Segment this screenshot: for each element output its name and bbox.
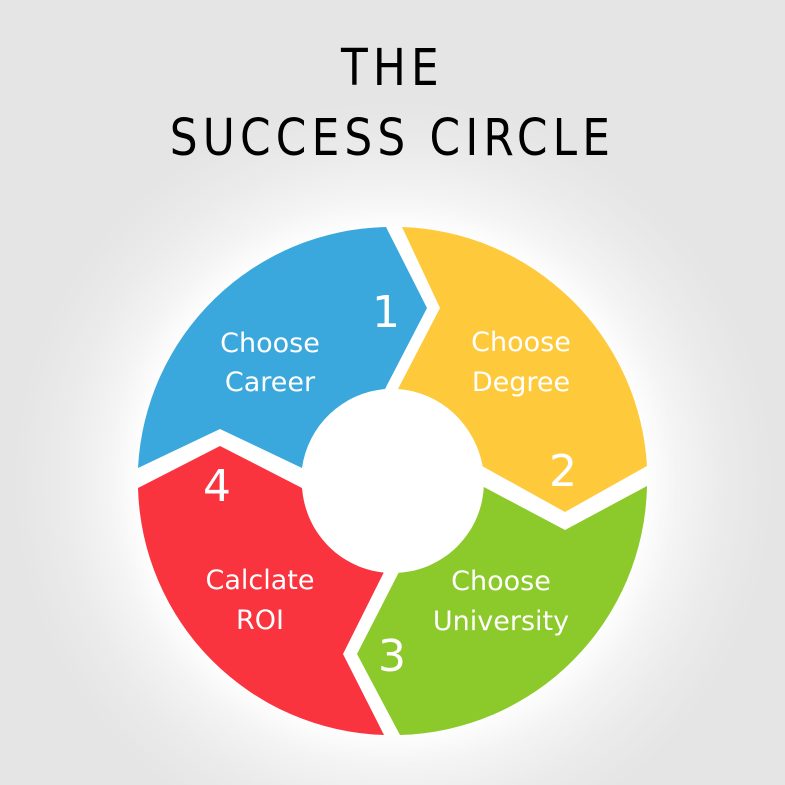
step-4-label-line-2: ROI (236, 605, 284, 636)
center-hub (302, 391, 484, 573)
step-2-label-line-1: Choose (471, 327, 571, 358)
step-1-label-line-2: Career (225, 367, 316, 398)
step-2-segment (398, 227, 647, 512)
step-1-segment (138, 227, 427, 468)
step-3-choose-university: Choose University 3 (357, 486, 647, 735)
step-3-label-line-1: Choose (451, 566, 551, 597)
step-1-number: 1 (372, 287, 400, 338)
title-line-2: SUCCESS CIRCLE (169, 109, 616, 168)
step-1-label-line-1: Choose (220, 328, 320, 359)
step-3-segment (357, 486, 647, 735)
step-2-choose-degree: Choose Degree 2 (398, 227, 647, 512)
step-3-label-line-2: University (433, 606, 569, 637)
step-3-number: 3 (378, 631, 406, 682)
step-4-label-line-1: Calclate (206, 565, 315, 596)
page-title: THE SUCCESS CIRCLE (55, 34, 730, 174)
step-4-number: 4 (203, 461, 231, 512)
title-line-1: THE (340, 39, 444, 98)
step-4-calculate-roi: Calclate ROI 4 (138, 446, 384, 735)
step-2-label-line-2: Degree (472, 367, 570, 398)
step-2-number: 2 (549, 446, 577, 497)
step-4-segment (138, 446, 384, 735)
step-1-choose-career: Choose Career 1 (138, 227, 427, 468)
